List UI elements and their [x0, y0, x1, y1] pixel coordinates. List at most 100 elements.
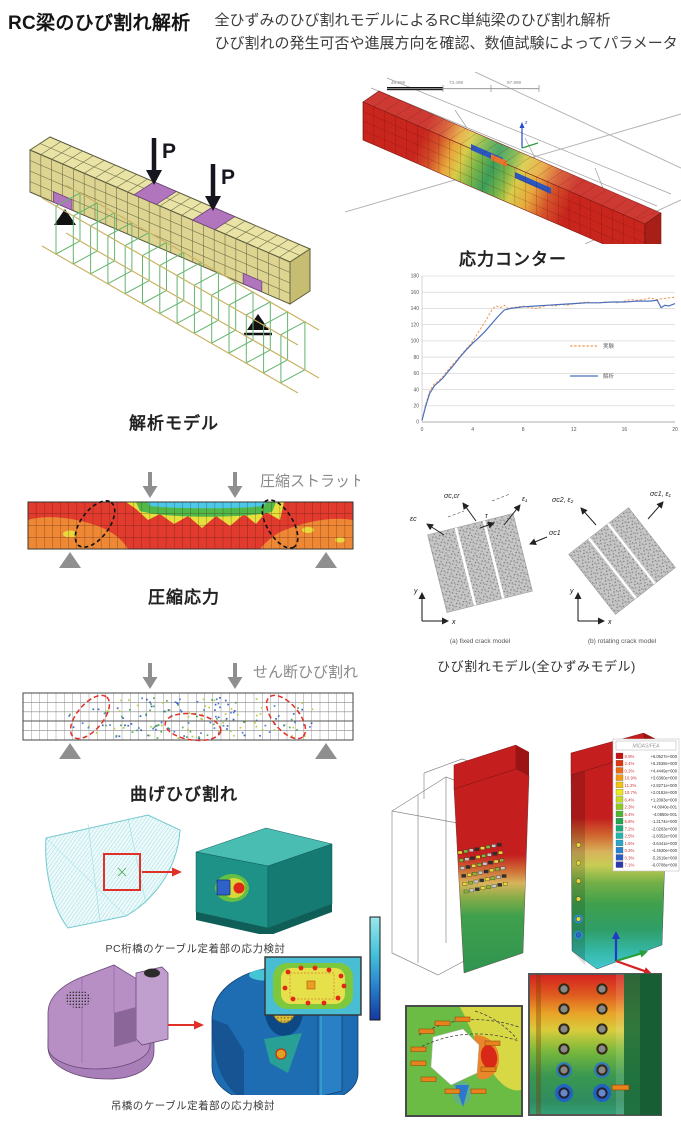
svg-text:4: 4: [471, 427, 474, 433]
svg-text:7.1%: 7.1%: [625, 863, 635, 868]
beam-front-face: [362, 101, 646, 244]
sub-caption-a: (a) fixed crack model: [450, 638, 511, 645]
stress-contour-caption: 応力コンター: [459, 250, 567, 269]
svg-text:7.2%: 7.2%: [625, 826, 635, 831]
undeformed-wireframe: [370, 77, 672, 207]
sub-caption-b: (b) rotating crack model: [588, 638, 657, 645]
svg-text:2.3%: 2.3%: [625, 805, 635, 810]
svg-text:0: 0: [421, 427, 424, 433]
colorbar-graphic: [369, 916, 381, 1021]
svg-text:+5.2538e+000: +5.2538e+000: [651, 761, 678, 766]
closeup-right-graphic: [528, 973, 662, 1116]
compression-graphic: 圧縮ストラット: [27, 472, 360, 568]
svg-text:+4.0040e-001: +4.0040e-001: [652, 805, 678, 810]
svg-text:20: 20: [413, 403, 419, 409]
load-arrow-right: [227, 663, 243, 689]
svg-text:12: 12: [571, 427, 577, 433]
crack-ellipse-center: [164, 712, 222, 742]
svg-text:+4.4449e+000: +4.4449e+000: [651, 768, 678, 773]
load-label-2: P: [221, 166, 235, 189]
figure-analysis-model: P P 解析モデル: [8, 82, 340, 434]
page-header: RC梁のひび割れ解析 全ひずみのひび割れモデルによるRC単純梁のひび割れ解析 ひ…: [8, 8, 678, 55]
page-subtitle: 全ひずみのひび割れモデルによるRC単純梁のひび割れ解析 ひび割れの発生可否や進展…: [214, 8, 677, 55]
svg-text:MIDAS/FEA: MIDAS/FEA: [633, 744, 661, 750]
fixed-crack-arrows: [426, 493, 548, 545]
figure-stress-contour: 48.999 73.499 97.999 z 応力コンター: [345, 72, 681, 270]
tower-contour-graphic: MIDAS/FEA8.9%+6.0627e+0002.4%+5.2538e+00…: [391, 733, 680, 976]
svg-text:解析: 解析: [603, 372, 615, 380]
anchor-sparkle: [117, 867, 127, 877]
stress-contour-graphic: 48.999 73.499 97.999 z: [345, 72, 681, 244]
label-strain1: ε₁: [522, 496, 528, 503]
svg-text:0.3%: 0.3%: [625, 848, 635, 853]
ruler-value-3: 97.999: [507, 80, 521, 85]
svg-text:20: 20: [672, 427, 678, 433]
support-triangle-right: [315, 743, 337, 759]
svg-text:180: 180: [411, 274, 420, 280]
load-arrow-right: [227, 472, 243, 498]
contour-legend: MIDAS/FEA8.9%+6.0627e+0002.4%+5.2538e+00…: [612, 738, 680, 872]
figure-suspension-anchor: 吊橋のケーブル定着部の応力検討: [18, 955, 368, 1113]
label-strain-c: εc: [410, 516, 417, 523]
svg-text:-6.0708e+000: -6.0708e+000: [652, 863, 678, 868]
value-tags: [410, 1016, 501, 1094]
svg-text:-5.2619e+000: -5.2619e+000: [652, 855, 678, 860]
svg-text:8: 8: [522, 427, 525, 433]
svg-text:0: 0: [416, 420, 419, 426]
page-title: RC梁のひび割れ解析: [8, 13, 191, 34]
load-arrow-1: P: [146, 138, 176, 185]
axis-x-a: x: [451, 619, 456, 626]
load-arrow-left: [142, 663, 158, 689]
svg-text:16: 16: [622, 427, 628, 433]
svg-text:-2.0263e+000: -2.0263e+000: [652, 826, 678, 831]
load-arrow-left: [142, 472, 158, 498]
contour-mesh: [362, 90, 662, 244]
svg-text:実験: 実験: [603, 342, 615, 350]
mesh-grid: [27, 502, 354, 549]
closeup-left-graphic: [405, 1005, 523, 1117]
bolt-holes: [555, 983, 611, 1102]
orange-zone-left: [28, 517, 128, 549]
svg-text:6.4%: 6.4%: [625, 797, 635, 802]
axis-z-label: z: [525, 120, 528, 126]
svg-text:1.6%: 1.6%: [625, 841, 635, 846]
svg-text:+6.0627e+000: +6.0627e+000: [651, 754, 678, 759]
strut-annotation: 圧縮ストラット: [260, 473, 360, 490]
axes-b: [574, 592, 605, 625]
figure-crack-models: ε₁ σc,cr εc τ σc1 y x (a) fixed crack mo…: [392, 483, 681, 675]
svg-text:40: 40: [413, 387, 419, 393]
shear-crack-annotation: せん断ひび割れ: [253, 664, 358, 681]
analysis-model-graphic: P P: [28, 136, 320, 394]
svg-text:-4.4530e+000: -4.4530e+000: [652, 848, 678, 853]
svg-text:80: 80: [413, 355, 419, 361]
svg-text:+2.0182e+000: +2.0182e+000: [651, 790, 678, 795]
ruler-value-1: 48.999: [391, 80, 405, 85]
axis-y-b: y: [569, 588, 574, 595]
bending-cracks-caption: 曲げひび割れ: [130, 785, 238, 804]
wireframe-lines: [45, 817, 147, 923]
load-arrow-2: P: [205, 164, 235, 211]
anchor-plate-grid: [457, 843, 508, 894]
anchor-block-solid: [47, 964, 169, 1080]
svg-text:60: 60: [413, 371, 419, 377]
svg-text:0.2%: 0.2%: [625, 768, 635, 773]
load-label-1: P: [162, 140, 176, 163]
svg-text:11.2%: 11.2%: [625, 783, 637, 788]
svg-text:10.9%: 10.9%: [625, 776, 637, 781]
svg-text:10.7%: 10.7%: [625, 790, 637, 795]
bending-cracks-graphic: せん断ひび割れ: [22, 663, 358, 759]
figure-closeup-bolt-column: [528, 973, 662, 1116]
girder-wireframe: [45, 814, 181, 929]
axis-triad-icon: z: [519, 120, 539, 149]
svg-text:-1.2174e+000: -1.2174e+000: [652, 819, 678, 824]
contour-blue-band-2: [515, 172, 551, 194]
label-stress-cr: σc,cr: [444, 493, 460, 500]
crack-ellipse-right: [265, 694, 307, 740]
figure-compression-stress: 圧縮ストラット 圧縮応力: [8, 462, 360, 608]
svg-text:-4.0850e-001: -4.0850e-001: [653, 812, 678, 817]
crack-models-graphic: ε₁ σc,cr εc τ σc1 y x (a) fixed crack mo…: [410, 491, 676, 645]
figure-bending-cracks: せん断ひび割れ 曲げひび割れ: [8, 655, 360, 805]
label-tau: τ: [485, 513, 488, 520]
